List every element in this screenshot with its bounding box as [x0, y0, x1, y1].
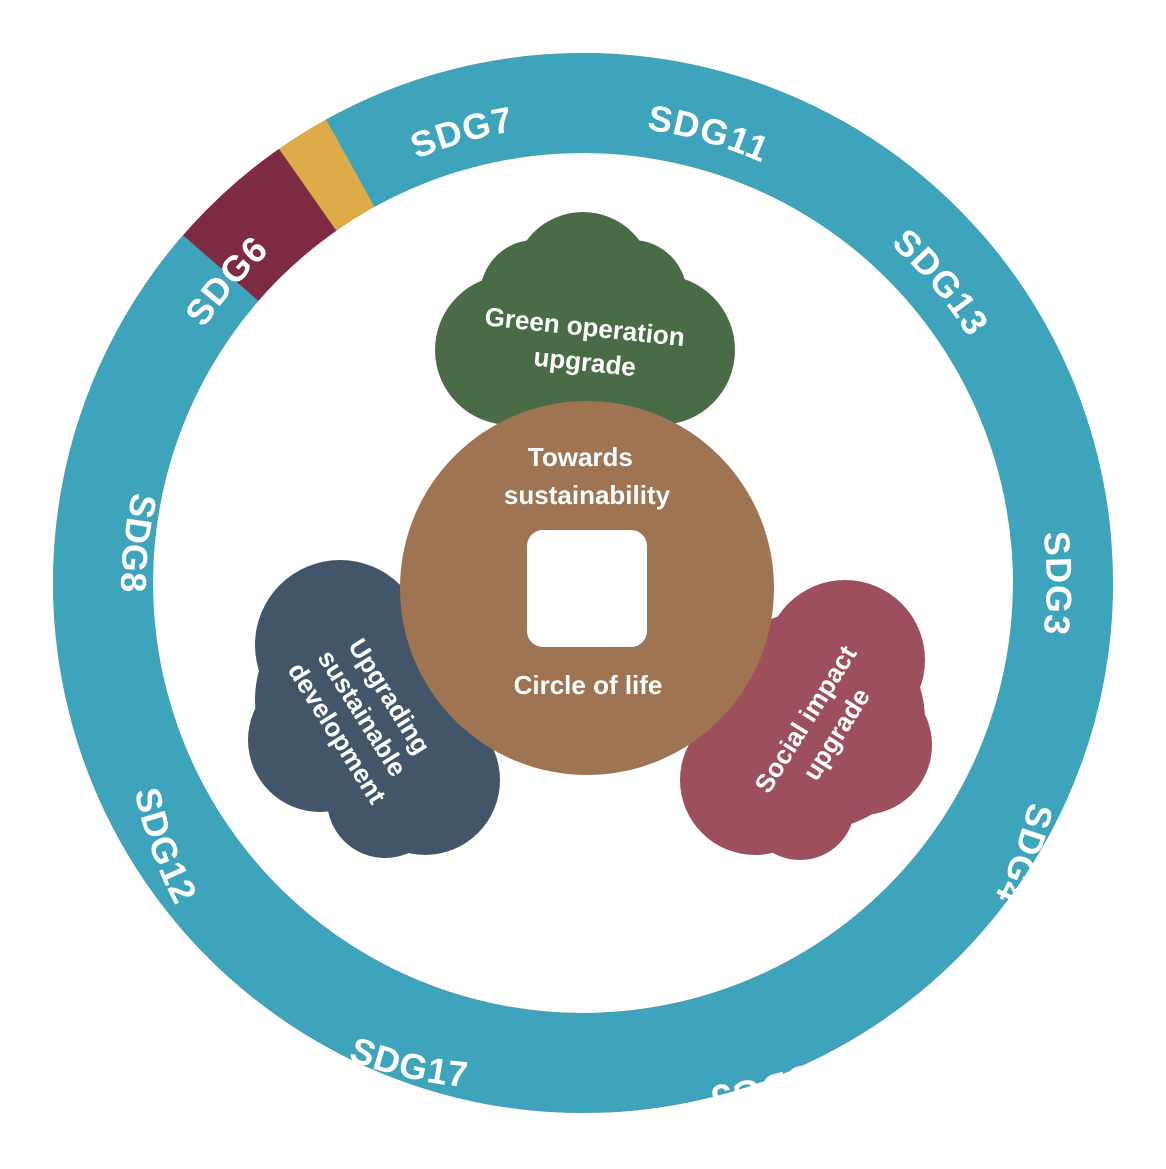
core-title: Towards sustainability: [504, 442, 671, 510]
core-subtitle: Circle of life: [514, 670, 663, 700]
core-title-line1: Towards: [528, 442, 633, 472]
green-operation-cloud: Green operation upgrade: [435, 212, 735, 435]
circle-of-life-core: Towards sustainability Circle of life: [400, 401, 774, 775]
segment-label-sdg3: SDG3: [1036, 530, 1080, 638]
social-impact-cloud: Social impact upgrade: [680, 580, 932, 860]
sdg-ring: [53, 52, 1113, 1114]
center-square-icon: [527, 530, 647, 647]
core-title-line2: sustainability: [504, 480, 671, 510]
